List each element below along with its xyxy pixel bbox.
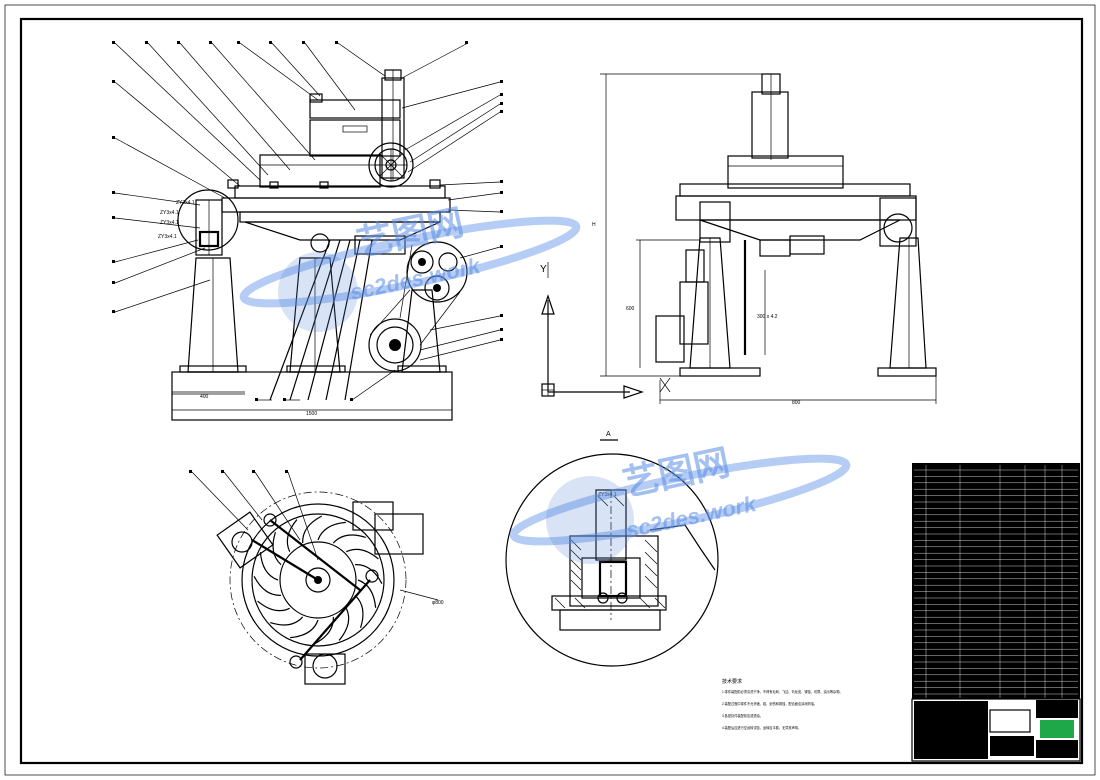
- plan-view: φ800: [189, 470, 444, 685]
- front-dim-1: ZY3x4.1: [176, 200, 195, 206]
- impeller-vane: [357, 579, 377, 608]
- detail-dim: ZY3x4.1: [598, 492, 617, 498]
- technical-notes: 技术要求 1.零件装配前必须清洗干净，不得有毛刺、飞边、氧化皮、锈蚀、切屑、油污…: [722, 678, 843, 730]
- impeller-vane: [270, 616, 304, 626]
- side-dim-600: 600: [626, 306, 635, 312]
- impeller-vane: [317, 521, 346, 541]
- title-block: [911, 463, 1081, 762]
- detail-label: A: [606, 431, 611, 438]
- detail-a: A ZY3x4.1: [505, 431, 719, 667]
- impeller-vane: [290, 619, 319, 639]
- front-dim-4: ZY3x4.1: [158, 234, 177, 240]
- front-view: ZY3x4.1 ZY3x4.1 ZY3x4.1 ZY3x4.1 400 1500: [112, 41, 503, 421]
- front-dim-3: ZY3x4.1: [160, 220, 179, 226]
- plan-dim: φ800: [432, 600, 444, 606]
- watermark-1: 艺图网 sc2des.work: [239, 202, 581, 332]
- impeller-vane: [253, 576, 282, 596]
- side-dim-300: 300 x 4.2: [757, 314, 778, 320]
- notes-line-1: 1.零件装配前必须清洗干净，不得有毛刺、飞边、氧化皮、锈蚀、切屑、油污等杂物。: [722, 689, 843, 694]
- impeller-vane: [332, 534, 366, 544]
- approval-stamp: [1040, 720, 1074, 738]
- side-view: H 600 300 x 4.2 800 Y: [540, 73, 937, 406]
- front-dim-5: 400: [200, 394, 209, 400]
- notes-line-3: 3.各密封件装配前应浸透油。: [722, 713, 763, 718]
- impeller-vane: [257, 600, 290, 612]
- front-dim-6: 1500: [306, 411, 317, 417]
- impeller-vane: [338, 608, 350, 641]
- side-dim-h: H: [592, 222, 596, 228]
- watermark-2-cn: 艺图网: [619, 442, 733, 505]
- watermark-2: 艺图网 sc2des.work: [509, 442, 851, 564]
- ucs-axes-icon: Y: [540, 262, 671, 399]
- notes-title: 技术要求: [722, 678, 742, 685]
- side-dim-800: 800: [792, 400, 801, 406]
- impeller-vane: [314, 616, 334, 645]
- notes-line-2: 2.装配过程中零件不允许磕、碰、划伤和锈蚀，配合面应涂润滑油。: [722, 701, 817, 706]
- impeller-vane: [346, 548, 379, 560]
- impeller-vane: [286, 519, 298, 552]
- impeller-vane: [272, 532, 282, 566]
- axis-y-label: Y: [540, 264, 547, 275]
- impeller-vane: [354, 564, 383, 584]
- impeller-vane: [259, 552, 279, 581]
- front-dim-2: ZY3x4.1: [160, 210, 179, 216]
- impeller-vane: [354, 594, 364, 628]
- outer-border: [4, 4, 1096, 776]
- inner-border: [19, 17, 1084, 765]
- notes-line-4: 4.装配后应进行空运转试验，运转应平稳，无异常声响。: [722, 725, 801, 730]
